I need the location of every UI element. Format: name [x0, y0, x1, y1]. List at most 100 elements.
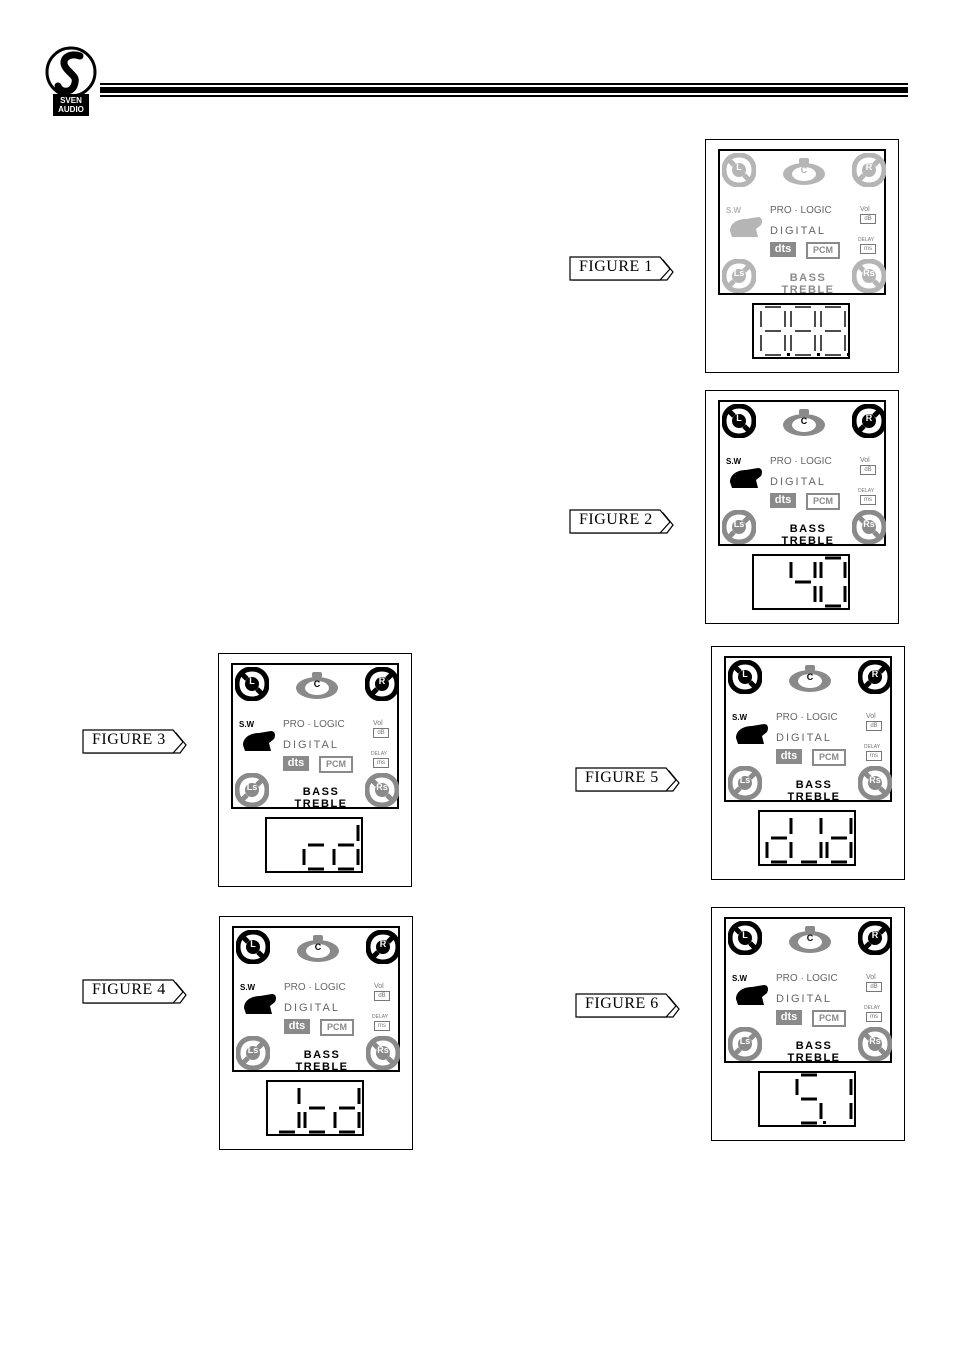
bass-indicator: BASS [303, 1049, 341, 1061]
vol-label: Vol [373, 720, 383, 727]
seven-segment-display [752, 303, 850, 359]
speaker-left-label: L [250, 939, 256, 949]
speaker-right-surround-icon: Rs [857, 765, 893, 801]
speaker-right-surround-icon: Rs [851, 258, 887, 294]
speaker-left-icon: L [727, 659, 763, 695]
bass-indicator: BASS [302, 786, 340, 798]
digital-indicator: DIGITAL [770, 476, 826, 488]
figure-label-text: FIGURE 4 [92, 981, 166, 998]
figure-label-text: FIGURE 2 [579, 511, 653, 528]
speaker-right-icon: R [364, 666, 400, 702]
decimal-point [787, 353, 790, 356]
lcd-screen: L R Ls Rs [231, 663, 400, 810]
speaker-left-surround-icon: Ls [727, 1026, 763, 1062]
speaker-right-surround-icon: Rs [365, 1035, 401, 1071]
speaker-right-surround-label: Rs [863, 519, 875, 529]
digital-indicator: DIGITAL [776, 732, 832, 744]
pcm-indicator: PCM [806, 242, 840, 259]
pcm-indicator: PCM [319, 756, 353, 773]
vol-label: Vol [860, 206, 870, 213]
dts-indicator: dts [284, 1019, 310, 1034]
vol-label: Vol [860, 457, 870, 464]
speaker-center-label: C [800, 416, 808, 426]
speaker-right-surround-label: Rs [377, 1045, 389, 1055]
sven-audio-logo: SVEN AUDIO [44, 46, 98, 118]
ms-indicator: ms [373, 758, 389, 768]
bass-indicator: BASS [795, 779, 833, 791]
treble-indicator: TREBLE [787, 1052, 841, 1064]
speaker-left-icon: L [721, 403, 757, 439]
dts-indicator: dts [776, 1010, 802, 1025]
lcd-screen: L R Ls Rs [718, 149, 887, 296]
subwoofer-icon [728, 464, 764, 494]
figure-label-text: FIGURE 1 [579, 258, 653, 275]
treble-indicator: TREBLE [781, 535, 835, 547]
pro-logic-indicator: PRO · LOGIC [770, 456, 832, 467]
speaker-center-label: C [313, 679, 321, 689]
ms-indicator: ms [866, 751, 882, 761]
speaker-right-label: R [379, 939, 387, 949]
subwoofer-label: S.W [240, 983, 256, 992]
ms-indicator: ms [860, 244, 876, 254]
db-indicator: dB [866, 721, 882, 731]
speaker-center-icon: C [787, 925, 833, 955]
speaker-left-surround-icon: Ls [234, 772, 270, 808]
db-indicator: dB [373, 728, 389, 738]
figure-3-display-panel: L R Ls Rs [218, 653, 412, 887]
vol-label: Vol [374, 983, 384, 990]
speaker-left-icon: L [727, 920, 763, 956]
treble-indicator: TREBLE [781, 284, 835, 296]
pcm-indicator: PCM [812, 1010, 846, 1027]
speaker-center-label: C [806, 933, 814, 943]
figure-5-display-panel: L R Ls Rs [711, 646, 905, 880]
bass-indicator: BASS [789, 523, 827, 535]
speaker-left-surround-label: Ls [733, 519, 745, 529]
speaker-left-surround-label: Ls [739, 775, 751, 785]
dts-indicator: dts [770, 493, 796, 508]
speaker-right-label: R [871, 669, 879, 679]
speaker-left-label: L [736, 162, 742, 172]
decimal-point [817, 353, 820, 356]
speaker-right-label: R [871, 930, 879, 940]
speaker-left-icon: L [721, 152, 757, 188]
speaker-right-label: R [378, 676, 386, 686]
bass-indicator: BASS [789, 272, 827, 284]
delay-label: DELAY [864, 1005, 881, 1011]
pcm-indicator: PCM [320, 1019, 354, 1036]
digital-indicator: DIGITAL [770, 225, 826, 237]
speaker-left-surround-label: Ls [739, 1036, 751, 1046]
speaker-left-icon: L [234, 666, 270, 702]
seven-segment-display [266, 1080, 364, 1136]
figure-6-label-tag: FIGURE 6 [575, 992, 685, 1018]
pcm-indicator: PCM [806, 493, 840, 510]
subwoofer-label: S.W [726, 206, 742, 215]
pro-logic-indicator: PRO · LOGIC [776, 712, 838, 723]
digital-indicator: DIGITAL [283, 739, 339, 751]
decimal-point [823, 1121, 826, 1124]
logo-text-sven: SVEN [60, 96, 82, 105]
vol-label: Vol [866, 974, 876, 981]
speaker-right-icon: R [851, 152, 887, 188]
speaker-right-surround-icon: Rs [851, 509, 887, 545]
bass-indicator: BASS [795, 1040, 833, 1052]
seven-segment-display [758, 1071, 856, 1127]
speaker-left-surround-label: Ls [247, 1045, 259, 1055]
speaker-right-surround-label: Rs [376, 782, 388, 792]
subwoofer-label: S.W [239, 720, 255, 729]
dts-indicator: dts [283, 756, 309, 771]
treble-indicator: TREBLE [787, 791, 841, 803]
speaker-left-surround-label: Ls [733, 268, 745, 278]
treble-indicator: TREBLE [295, 1061, 349, 1073]
speaker-center-label: C [806, 672, 814, 682]
speaker-center-label: C [314, 942, 322, 952]
speaker-right-surround-label: Rs [863, 268, 875, 278]
speaker-left-label: L [736, 413, 742, 423]
figure-1-label-tag: FIGURE 1 [569, 255, 679, 281]
pro-logic-indicator: PRO · LOGIC [776, 973, 838, 984]
speaker-center-label: C [800, 165, 808, 175]
figure-3-label-tag: FIGURE 3 [82, 728, 192, 754]
seven-segment-display [265, 817, 363, 873]
speaker-left-surround-icon: Ls [727, 765, 763, 801]
speaker-right-icon: R [857, 920, 893, 956]
speaker-left-icon: L [235, 929, 271, 965]
